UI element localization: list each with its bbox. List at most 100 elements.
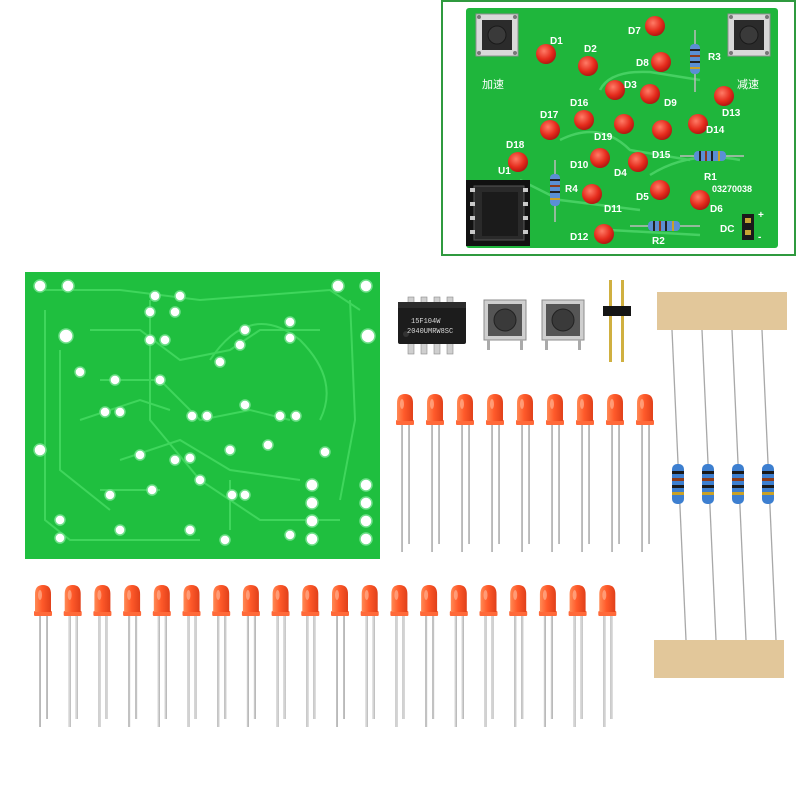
pcb-hole	[239, 489, 251, 501]
pcb-hole	[184, 452, 196, 464]
decelerate-label: 减速	[737, 78, 759, 91]
pcb-hole	[331, 279, 345, 293]
resistor-strip	[654, 292, 787, 678]
dc-minus-label: -	[758, 232, 761, 243]
ic-chip: 15F104W 2040UMRW8SC	[398, 296, 466, 355]
pcb-hole	[144, 306, 156, 318]
pcb-hole	[144, 334, 156, 346]
top-row-led-5	[516, 394, 534, 552]
pcb-hole	[284, 316, 296, 328]
inset-button-left	[475, 13, 519, 57]
label-d16: D16	[570, 98, 589, 109]
label-d5: D5	[636, 192, 649, 203]
top-row-led-4	[486, 394, 504, 552]
bottom-row-led-20	[598, 585, 617, 727]
bottom-row-led-10	[301, 585, 320, 727]
pcb-hole	[359, 532, 373, 546]
accelerate-label: 加速	[482, 78, 504, 91]
pcb-hole	[33, 443, 47, 457]
resistor-3	[731, 329, 747, 641]
chip-text-line2: 2040UMRW8SC	[407, 328, 453, 336]
pcb-hole	[262, 439, 274, 451]
pcb-hole	[359, 478, 373, 492]
label-r1: R1	[704, 172, 717, 183]
pcb-hole	[154, 374, 166, 386]
pcb-hole	[58, 328, 74, 344]
top-row-led-1	[396, 394, 414, 552]
pcb-hole	[284, 332, 296, 344]
dc-plus-label: +	[758, 210, 764, 221]
bare-pcb	[25, 272, 380, 559]
pcb-hole	[284, 529, 296, 541]
inset-resistors	[550, 30, 744, 231]
label-r3: R3	[708, 52, 721, 63]
pcb-hole	[186, 410, 198, 422]
inset-resistor-r1	[680, 151, 744, 161]
pcb-hole	[226, 489, 238, 501]
label-d7: D7	[628, 26, 641, 37]
inset-leds	[508, 16, 734, 244]
pcb-hole	[109, 374, 121, 386]
label-d11: D11	[604, 204, 622, 215]
pcb-hole	[33, 279, 47, 293]
inset-resistor-r3	[690, 30, 700, 92]
pcb-hole	[146, 484, 158, 496]
pcb-hole	[359, 496, 373, 510]
label-d6: D6	[710, 204, 723, 215]
bottom-row-led-15	[449, 585, 468, 727]
chip-text-line1: 15F104W	[411, 318, 441, 326]
pcb-hole	[274, 410, 286, 422]
bottom-row-led-19	[568, 585, 587, 727]
tape-top	[657, 292, 787, 330]
dc-label: DC	[720, 224, 734, 235]
pcb-hole	[104, 489, 116, 501]
pcb-hole	[290, 410, 302, 422]
label-r2: R2	[652, 236, 665, 247]
pcb-hole	[169, 306, 181, 318]
pcb-hole	[305, 478, 319, 492]
pcb-hole	[305, 514, 319, 528]
label-d14: D14	[706, 125, 725, 136]
pcb-hole	[169, 454, 181, 466]
dc-connector	[742, 214, 754, 240]
bottom-row-led-1	[34, 585, 52, 727]
pcb-hole	[360, 328, 376, 344]
top-row-led-8	[606, 394, 624, 552]
inset-ic-socket	[466, 180, 530, 246]
label-d3: D3	[624, 80, 637, 91]
top-row-led-9	[636, 394, 654, 552]
pcb-hole	[54, 532, 66, 544]
top-row-led-6	[546, 394, 564, 552]
label-d1: D1	[550, 36, 563, 47]
pcb-hole	[319, 446, 331, 458]
label-d15: D15	[652, 150, 671, 161]
bottom-row-led-14	[420, 585, 439, 727]
pcb-hole	[201, 410, 213, 422]
label-d10: D10	[570, 160, 589, 171]
pcb-hole	[99, 406, 111, 418]
pcb-hole	[74, 366, 86, 378]
inset-resistor-r4	[550, 160, 560, 222]
bottom-row-led-12	[360, 585, 379, 727]
pcb-hole	[239, 399, 251, 411]
label-d8: D8	[636, 58, 649, 69]
pcb-hole	[219, 534, 231, 546]
tape-bottom	[654, 640, 784, 678]
bottom-row-led-18	[538, 585, 557, 727]
bottom-row-led-9	[271, 585, 290, 727]
pcb-hole	[149, 290, 161, 302]
label-d12: D12	[570, 232, 589, 243]
pcb-hole	[114, 524, 126, 536]
label-d19: D19	[594, 132, 613, 143]
loose-button-1	[483, 299, 527, 350]
pcb-hole	[194, 474, 206, 486]
pcb-hole	[134, 449, 146, 461]
pcb-hole	[214, 356, 226, 368]
pcb-hole	[305, 496, 319, 510]
bottom-row-led-7	[212, 585, 231, 727]
pin-header	[603, 280, 631, 362]
top-row-led-2	[426, 394, 444, 552]
inset-button-right	[727, 13, 771, 57]
